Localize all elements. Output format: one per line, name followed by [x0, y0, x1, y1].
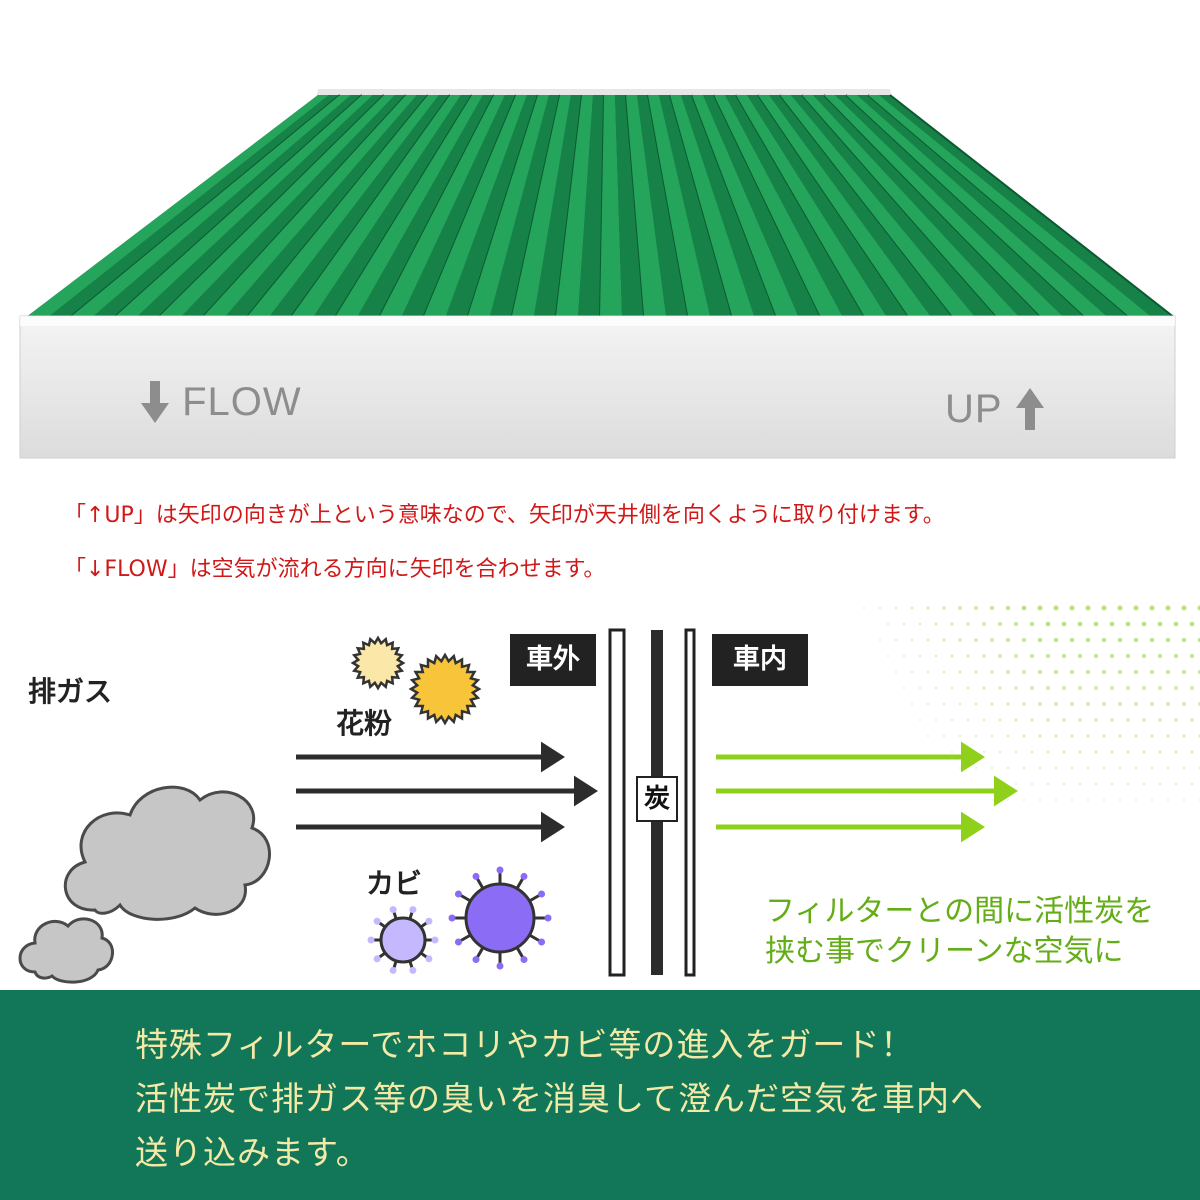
mold-label: カビ: [366, 867, 423, 900]
airflow-diagram: 排ガス 花粉 カビ 車外 車内 炭 フィルターとの間に活性炭を 挟む事でクリーン…: [0, 600, 1200, 990]
pleated-filter-media: [25, 89, 1176, 319]
exhaust-label: 排ガス: [28, 675, 113, 708]
polluted-air-arrows: [296, 741, 598, 843]
up-marking: UP: [945, 385, 1045, 432]
up-label: UP: [945, 386, 1003, 431]
flow-marking: FLOW: [140, 378, 302, 425]
outer-filter-layer: [608, 628, 626, 977]
pollen-large-icon: [408, 652, 482, 726]
banner-line-2: 活性炭で排ガス等の臭いを消臭して澄んだ空気を車内へ: [135, 1079, 985, 1118]
caption-line-2: 挟む事でクリーンな空気に: [765, 934, 1124, 969]
arrow-up-icon: [1015, 388, 1044, 431]
dot-pattern-background: [799, 605, 1200, 881]
inner-filter-layer: [684, 628, 696, 977]
instruction-up: 「↑UP」は矢印の向きが上という意味なので、矢印が天井側を向くように取り付けます…: [64, 503, 945, 528]
pollen-label: 花粉: [336, 707, 393, 740]
banner-line-1: 特殊フィルターでホコリやカビ等の進入をガード！: [135, 1025, 915, 1064]
banner-line-3: 送り込みます。: [135, 1133, 370, 1172]
arrow-down-icon: [141, 381, 169, 424]
charcoal-tag: 炭: [636, 776, 678, 822]
pollen-small-icon: [350, 635, 406, 691]
outside-car-tag: 車外: [510, 634, 596, 686]
cabin-filter-image: [19, 89, 1176, 459]
particle-icons: [350, 635, 552, 974]
mold-spore-small-icon: [367, 906, 439, 974]
instruction-flow: 「↓FLOW」は空気が流れる方向に矢印を合わせます。: [64, 557, 606, 582]
inside-car-tag: 車内: [712, 634, 808, 686]
cloud-icon: [63, 785, 271, 921]
clean-air-arrows: [716, 741, 1018, 843]
flow-label: FLOW: [182, 379, 302, 424]
caption-line-1: フィルターとの間に活性炭を: [765, 894, 1155, 929]
mold-spore-large-icon: [448, 866, 552, 970]
cabin-filter-photo: FLOW UP: [0, 0, 1200, 470]
small-cloud-icon: [18, 917, 114, 984]
feature-banner: 特殊フィルターでホコリやカビ等の進入をガード！ 活性炭で排ガス等の臭いを消臭して…: [0, 990, 1200, 1200]
filter-frame: [19, 315, 1176, 459]
